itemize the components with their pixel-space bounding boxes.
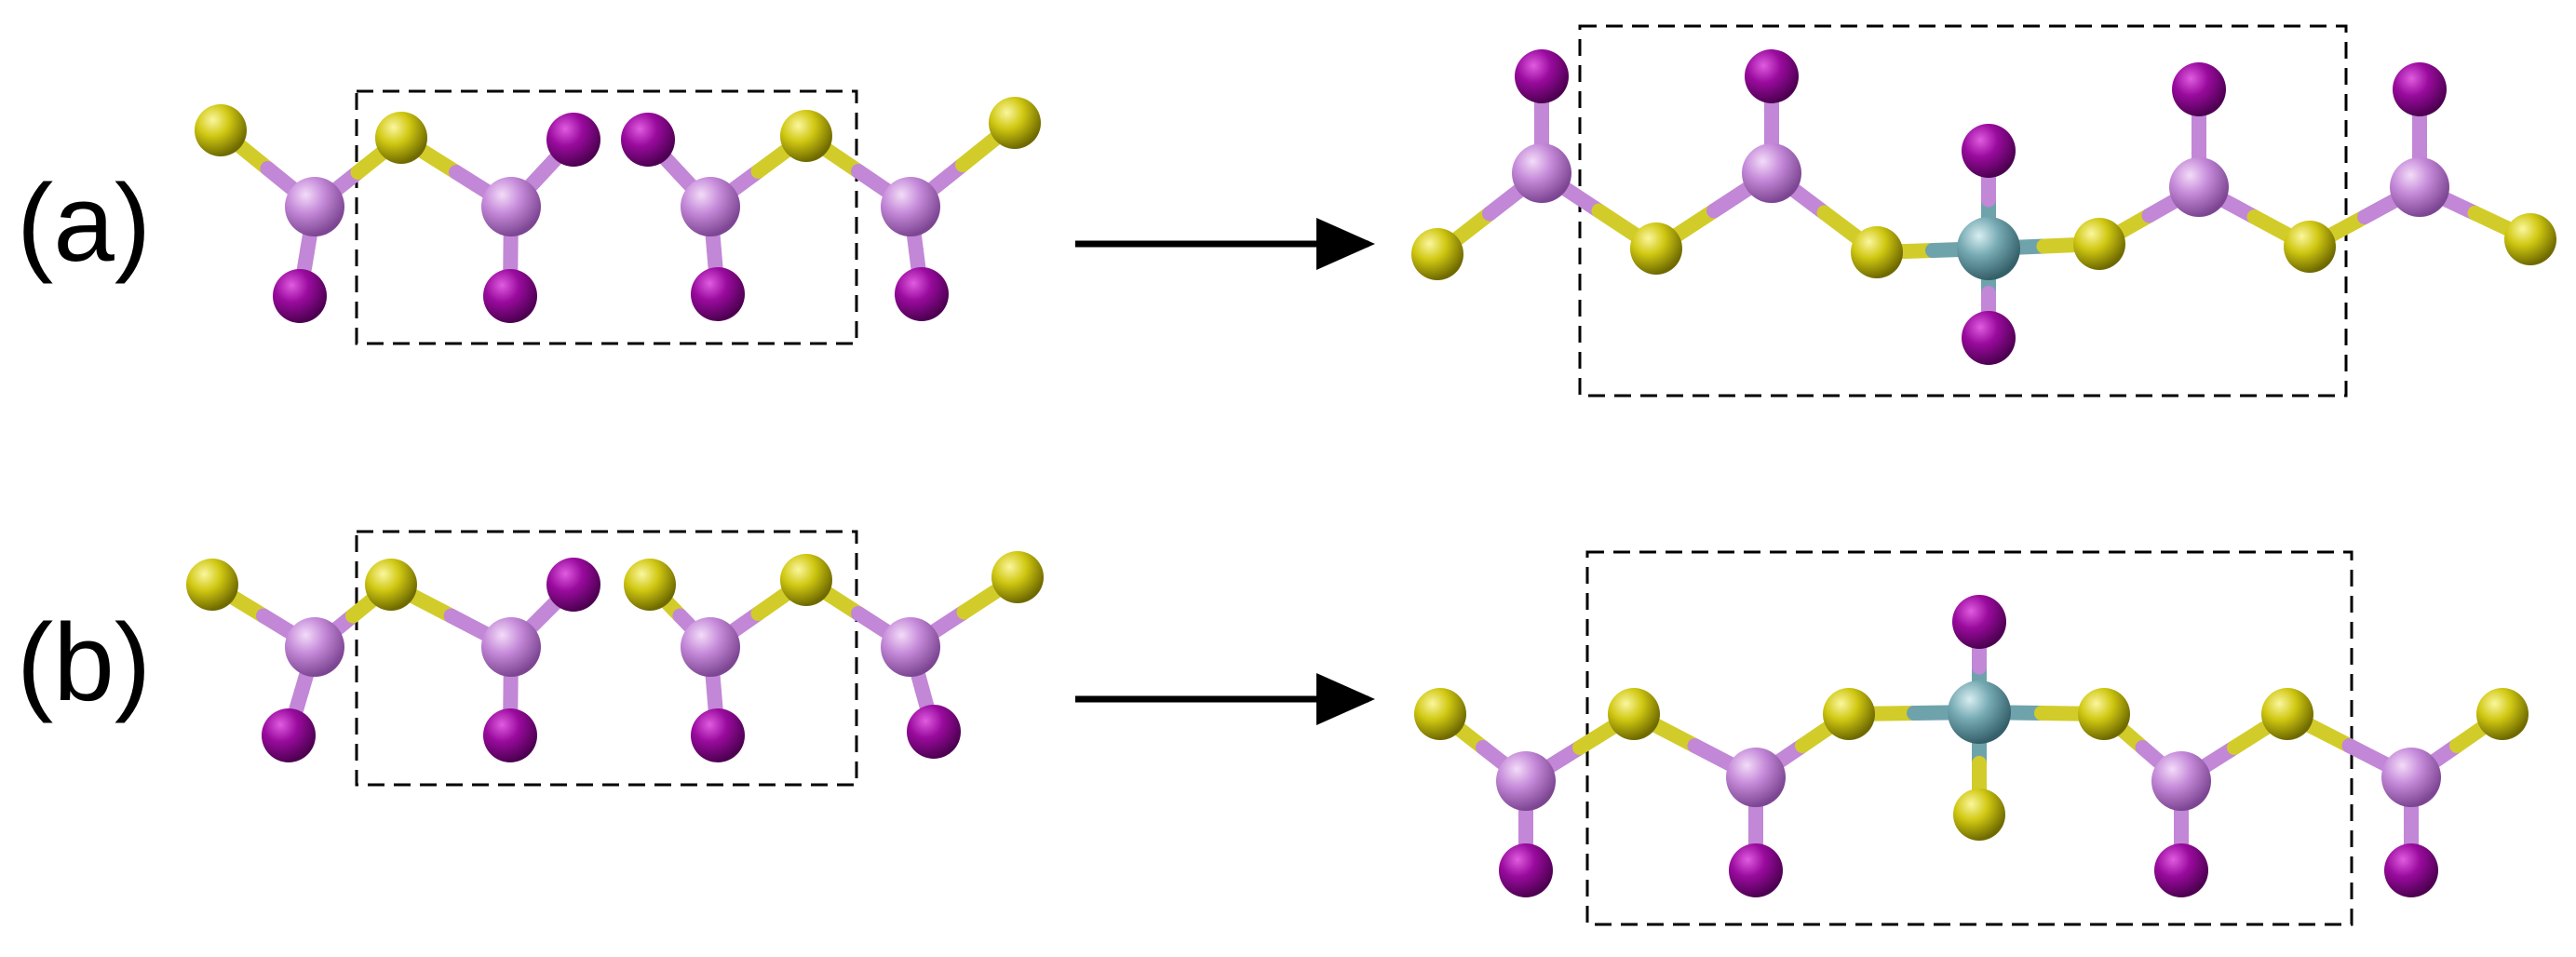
magenta-atom-24 xyxy=(262,708,316,762)
yellow-atom-15 xyxy=(365,559,417,611)
yellow-atom-14 xyxy=(186,559,238,611)
yellow-atom-19 xyxy=(624,559,676,611)
yellow-atom-3 xyxy=(989,97,1041,149)
pink-atom-54 xyxy=(2381,748,2441,807)
magenta-atom-34 xyxy=(1515,49,1569,103)
pink-atom-51 xyxy=(1496,751,1556,811)
unit-cell-box-a-left xyxy=(355,89,858,345)
magenta-atom-56 xyxy=(1729,843,1783,897)
magenta-atom-13 xyxy=(895,267,949,321)
teal-atom-61 xyxy=(1948,681,2011,744)
magenta-atom-55 xyxy=(1499,843,1553,897)
magenta-atom-12 xyxy=(691,267,745,321)
magenta-atom-43 xyxy=(1962,311,2016,365)
pink-atom-20 xyxy=(285,617,344,677)
yellow-atom-31 xyxy=(2073,218,2125,270)
yellow-atom-50 xyxy=(2476,688,2529,740)
magenta-atom-42 xyxy=(1962,124,2016,178)
yellow-atom-32 xyxy=(2284,221,2336,273)
magenta-atom-4 xyxy=(546,113,600,167)
panel-label-a: (a) xyxy=(17,162,151,285)
pink-atom-52 xyxy=(1726,748,1786,807)
unit-cell-box-b-left xyxy=(355,530,858,787)
magenta-atom-26 xyxy=(691,708,745,762)
pink-atom-41 xyxy=(2390,157,2449,217)
pink-atom-6 xyxy=(285,177,344,236)
yellow-atom-2 xyxy=(780,110,832,162)
teal-atom-44 xyxy=(1957,217,2020,280)
yellow-atom-48 xyxy=(2078,688,2130,740)
yellow-atom-46 xyxy=(1608,688,1660,740)
pink-atom-53 xyxy=(2151,751,2211,811)
pink-atom-38 xyxy=(1512,143,1571,203)
pink-atom-39 xyxy=(1742,143,1801,203)
magenta-atom-59 xyxy=(1952,595,2006,649)
pink-atom-21 xyxy=(481,617,541,677)
yellow-atom-45 xyxy=(1414,688,1466,740)
magenta-atom-36 xyxy=(2172,62,2226,116)
magenta-atom-35 xyxy=(1745,49,1799,103)
pink-atom-40 xyxy=(2169,157,2229,217)
yellow-atom-1 xyxy=(375,112,427,164)
pink-atom-8 xyxy=(681,177,740,236)
pink-atom-22 xyxy=(681,617,740,677)
yellow-atom-0 xyxy=(195,104,247,156)
yellow-atom-60 xyxy=(1953,789,2005,841)
unit-cell-box-a-right xyxy=(1578,24,2348,398)
yellow-atom-33 xyxy=(2504,213,2556,265)
magenta-atom-5 xyxy=(621,113,675,167)
magenta-atom-37 xyxy=(2393,62,2447,116)
yellow-atom-30 xyxy=(1851,226,1903,278)
magenta-atom-27 xyxy=(907,705,961,759)
magenta-atom-57 xyxy=(2154,843,2208,897)
magenta-atom-10 xyxy=(273,269,327,323)
yellow-atom-28 xyxy=(1411,228,1463,280)
magenta-atom-18 xyxy=(546,558,600,612)
panel-label-b: (b) xyxy=(17,601,151,724)
magenta-atom-25 xyxy=(483,708,537,762)
yellow-atom-17 xyxy=(991,551,1044,603)
pink-atom-7 xyxy=(481,177,541,236)
atoms-layer xyxy=(186,49,2556,897)
pink-atom-23 xyxy=(881,617,940,677)
pink-atom-9 xyxy=(881,177,940,236)
yellow-atom-29 xyxy=(1630,222,1682,275)
yellow-atom-16 xyxy=(780,554,832,606)
yellow-atom-47 xyxy=(1823,688,1875,740)
magenta-atom-11 xyxy=(483,269,537,323)
yellow-atom-49 xyxy=(2261,688,2313,740)
magenta-atom-58 xyxy=(2384,843,2438,897)
